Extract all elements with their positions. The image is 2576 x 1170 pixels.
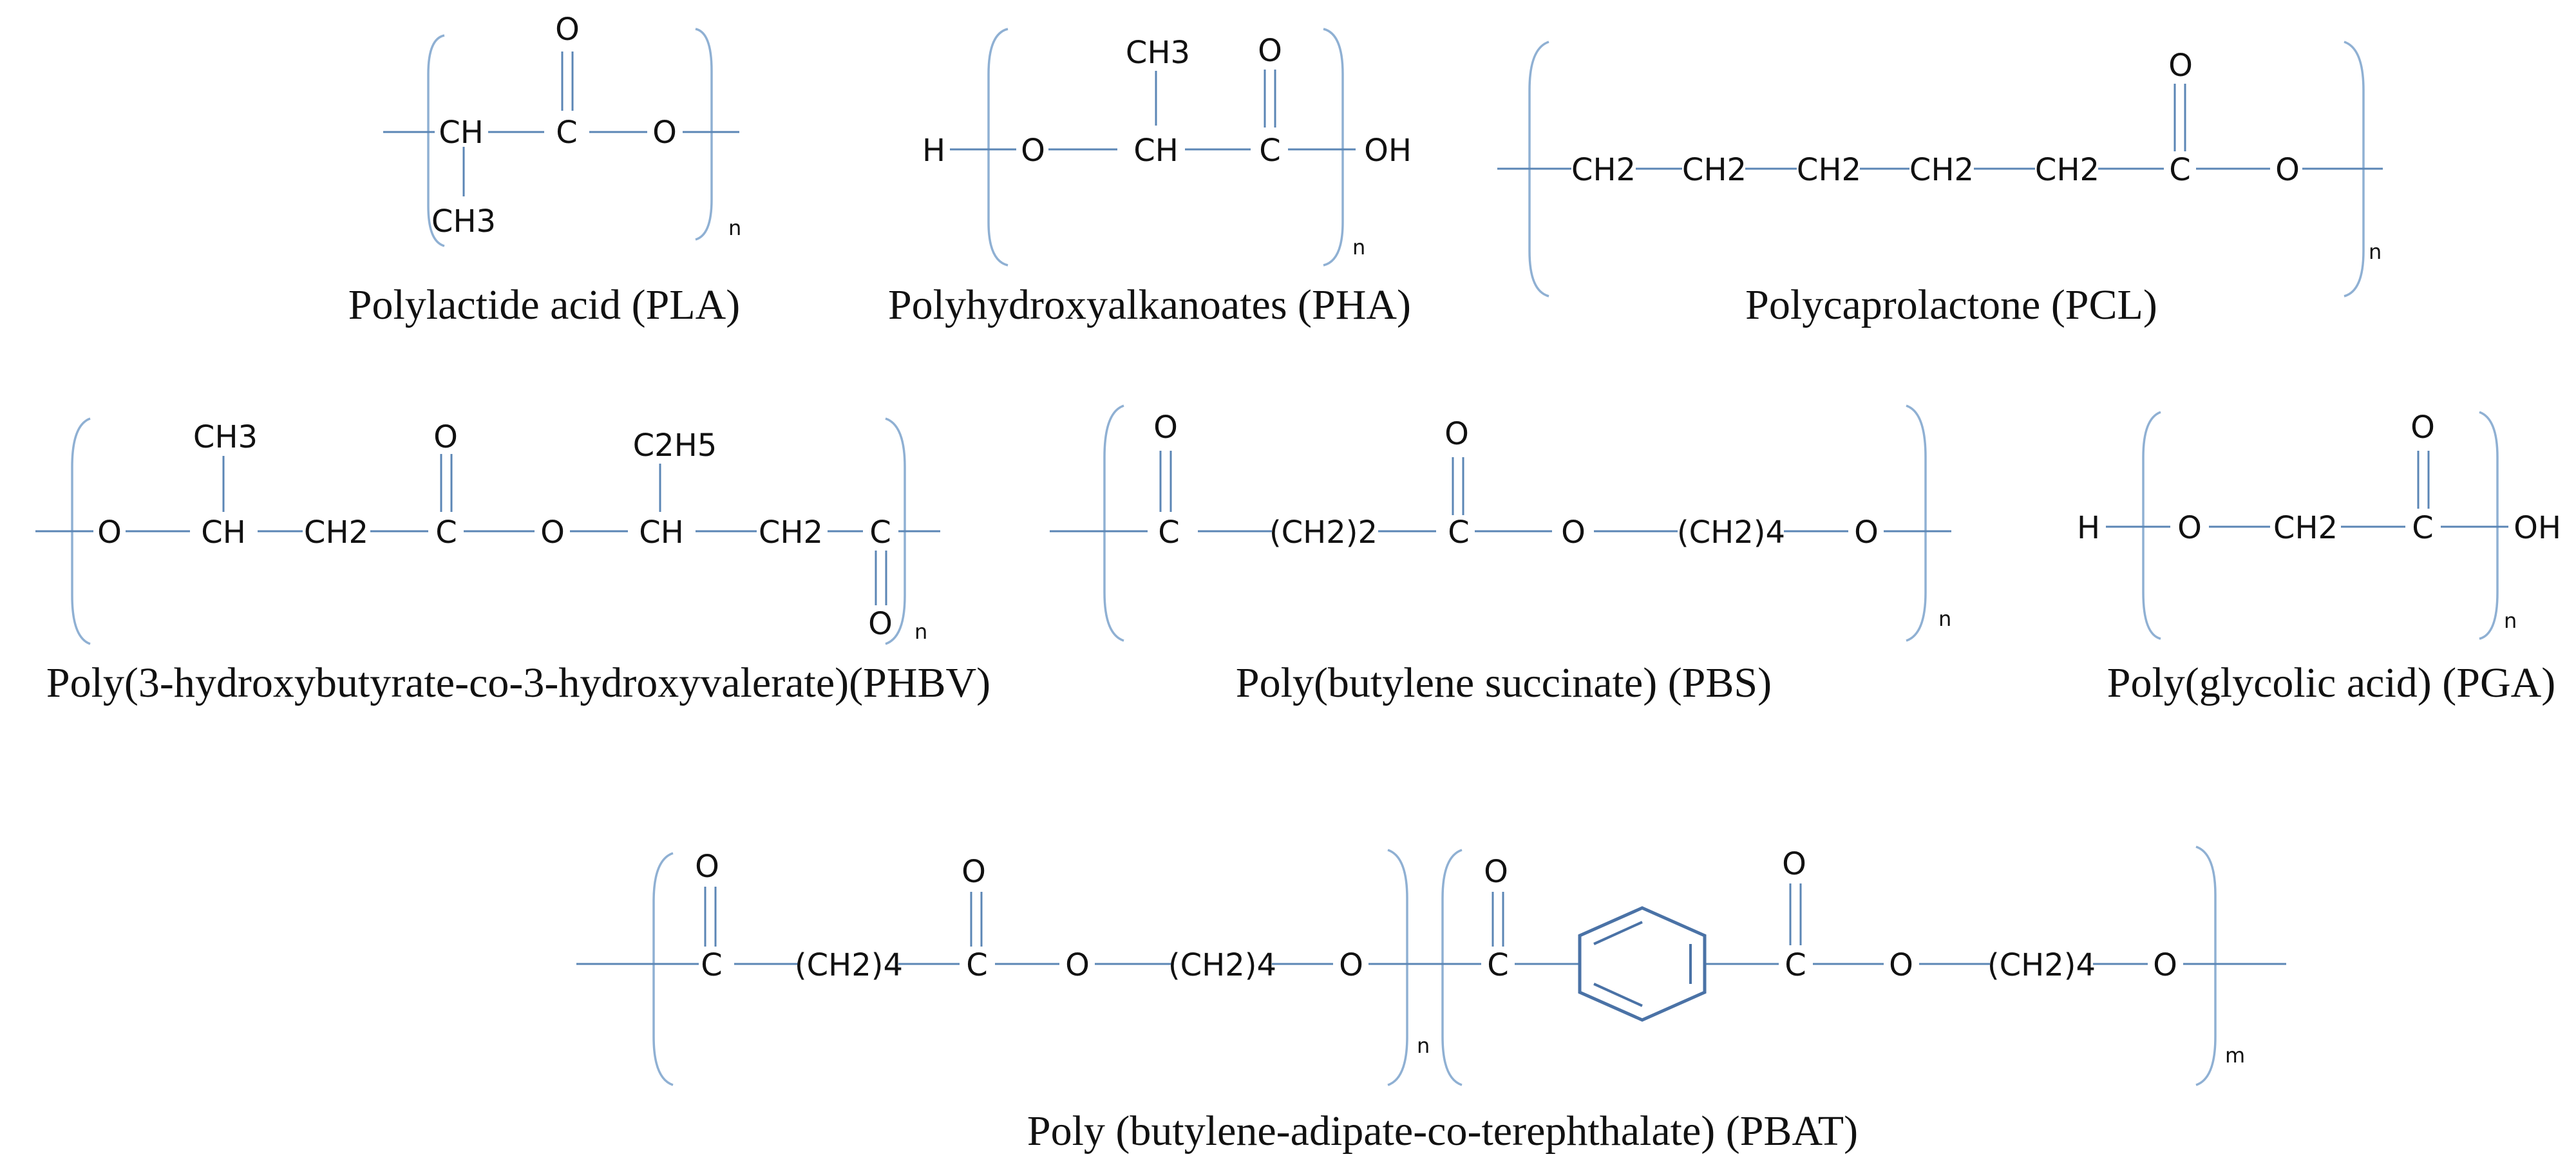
atom-c: C <box>869 514 891 551</box>
atom-c: C <box>966 947 988 983</box>
atom-h: H <box>2077 510 2100 546</box>
atom-o: O <box>1021 133 1045 169</box>
atom-o: O <box>540 514 565 551</box>
repeat-n: n <box>1417 1033 1430 1058</box>
atom-c: C <box>556 115 578 151</box>
repeat-n: n <box>1938 607 1951 631</box>
repeat-n: n <box>728 216 741 240</box>
repeat-n: n <box>2504 609 2517 633</box>
structure-pha: H O CH C OH CH3 O n Polyhydroxyalkanoate… <box>888 28 1412 328</box>
atom-o-carbonyl: O <box>1484 854 1508 890</box>
repeat-n: n <box>914 619 927 644</box>
structure-pga: H O CH2 C OH O n Poly(glycolic acid) (PG… <box>2077 410 2561 706</box>
atom-o-carbonyl: O <box>2168 48 2193 84</box>
atom-ch2-4: (CH2)4 <box>1987 947 2096 983</box>
bracket-right <box>695 28 713 241</box>
repeat-n: n <box>2369 240 2382 264</box>
atom-ch2: CH2 <box>1797 152 1861 188</box>
atom-ch2: CH2 <box>1909 152 1974 188</box>
bracket-right <box>2344 41 2365 297</box>
atom-c: C <box>1448 514 1470 551</box>
atom-h: H <box>922 133 945 169</box>
bracket-left <box>2142 411 2161 640</box>
bracket-right <box>1906 404 1927 642</box>
atom-o: O <box>1561 514 1586 551</box>
atom-o: O <box>2275 152 2300 188</box>
bracket-right-m <box>2195 845 2217 1086</box>
caption-pha: Polyhydroxyalkanoates (PHA) <box>888 281 1411 328</box>
atom-ch: CH <box>1133 133 1179 169</box>
atom-ch2-4: (CH2)4 <box>1677 514 1785 551</box>
atom-o-carbonyl: O <box>1782 846 1806 882</box>
atom-c: C <box>701 947 723 983</box>
atom-o-carbonyl: O <box>1444 416 1469 452</box>
atom-o-carbonyl: O <box>2410 410 2435 446</box>
atom-o: O <box>1065 947 1090 983</box>
structure-pla: CH C O O CH3 n Polylactide acid (PLA) <box>348 12 742 328</box>
atom-o-carbonyl: O <box>695 849 719 885</box>
atom-o: O <box>1889 947 1913 983</box>
atom-ch2: CH2 <box>304 514 368 551</box>
bracket-left-m <box>1441 849 1463 1086</box>
atom-ch2: CH2 <box>2035 152 2099 188</box>
caption-phbv: Poly(3-hydroxybutyrate-co-3-hydroxyvaler… <box>46 659 990 706</box>
bracket-right <box>2479 411 2499 640</box>
atom-ch3: CH3 <box>431 203 496 240</box>
atom-oh: OH <box>1364 133 1412 169</box>
atom-o-carbonyl: O <box>555 12 580 48</box>
structure-pbs: C (CH2)2 C O (CH2)4 O O O n Poly(butylen… <box>1050 404 1951 706</box>
atom-oh: OH <box>2514 510 2561 546</box>
atom-ch: CH <box>639 514 684 551</box>
atom-c: C <box>2169 152 2191 188</box>
atom-ch: CH <box>439 115 484 151</box>
structure-pcl: CH2 CH2 CH2 CH2 CH2 C O O n Polycaprolac… <box>1497 41 2383 328</box>
bracket-left <box>427 34 445 247</box>
atom-ch2-4: (CH2)4 <box>795 947 903 983</box>
atom-c2h5: C2H5 <box>633 428 717 464</box>
atom-ch2-2: (CH2)2 <box>1269 514 1378 551</box>
atom-ch2: CH2 <box>2273 510 2338 546</box>
structure-phbv: O CH CH2 C O CH CH2 C CH3 O C2H5 O n Pol… <box>35 417 990 706</box>
atom-o-carbonyl: O <box>868 606 893 642</box>
bracket-right <box>1323 28 1344 267</box>
caption-pbat: Poly (butylene-adipate-co-terephthalate)… <box>1027 1108 1858 1155</box>
atom-ch2: CH2 <box>1682 152 1747 188</box>
caption-pla: Polylactide acid (PLA) <box>348 281 741 328</box>
atom-c: C <box>1158 514 1180 551</box>
atom-c: C <box>435 514 457 551</box>
atom-ch: CH <box>201 514 246 551</box>
atom-o: O <box>97 514 122 551</box>
atom-c: C <box>1487 947 1509 983</box>
atom-c: C <box>2412 510 2434 546</box>
atom-ch3: CH3 <box>193 419 258 455</box>
repeat-m: m <box>2225 1043 2245 1068</box>
atom-ch2: CH2 <box>759 514 823 551</box>
atom-o: O <box>1339 947 1363 983</box>
bracket-left <box>652 852 674 1086</box>
atom-o: O <box>2153 947 2177 983</box>
caption-pga: Poly(glycolic acid) (PGA) <box>2107 659 2556 706</box>
caption-pcl: Polycaprolactone (PCL) <box>1745 281 2157 328</box>
atom-o: O <box>1854 514 1879 551</box>
atom-ch3: CH3 <box>1126 35 1190 71</box>
atom-o-carbonyl: O <box>1153 410 1178 446</box>
atom-o: O <box>2177 510 2202 546</box>
benzene-ring-icon <box>1578 906 1707 1022</box>
bracket-right-n <box>1387 849 1408 1086</box>
bracket-left <box>1528 41 1549 297</box>
atom-o: O <box>652 115 677 151</box>
repeat-n: n <box>1352 235 1365 259</box>
bracket-left <box>987 28 1009 267</box>
caption-pbs: Poly(butylene succinate) (PBS) <box>1236 659 1772 706</box>
structure-pbat: C (CH2)4 C O (CH2)4 O C C O (CH2)4 O O O… <box>576 845 2286 1155</box>
atom-o-carbonyl: O <box>961 854 986 890</box>
bracket-left <box>1103 404 1124 642</box>
atom-ch2: CH2 <box>1571 152 1636 188</box>
atom-ch2-4: (CH2)4 <box>1168 947 1276 983</box>
atom-o-carbonyl: O <box>1258 33 1282 69</box>
atom-c: C <box>1785 947 1806 983</box>
atom-c: C <box>1259 133 1281 169</box>
atom-o-carbonyl: O <box>433 419 458 455</box>
